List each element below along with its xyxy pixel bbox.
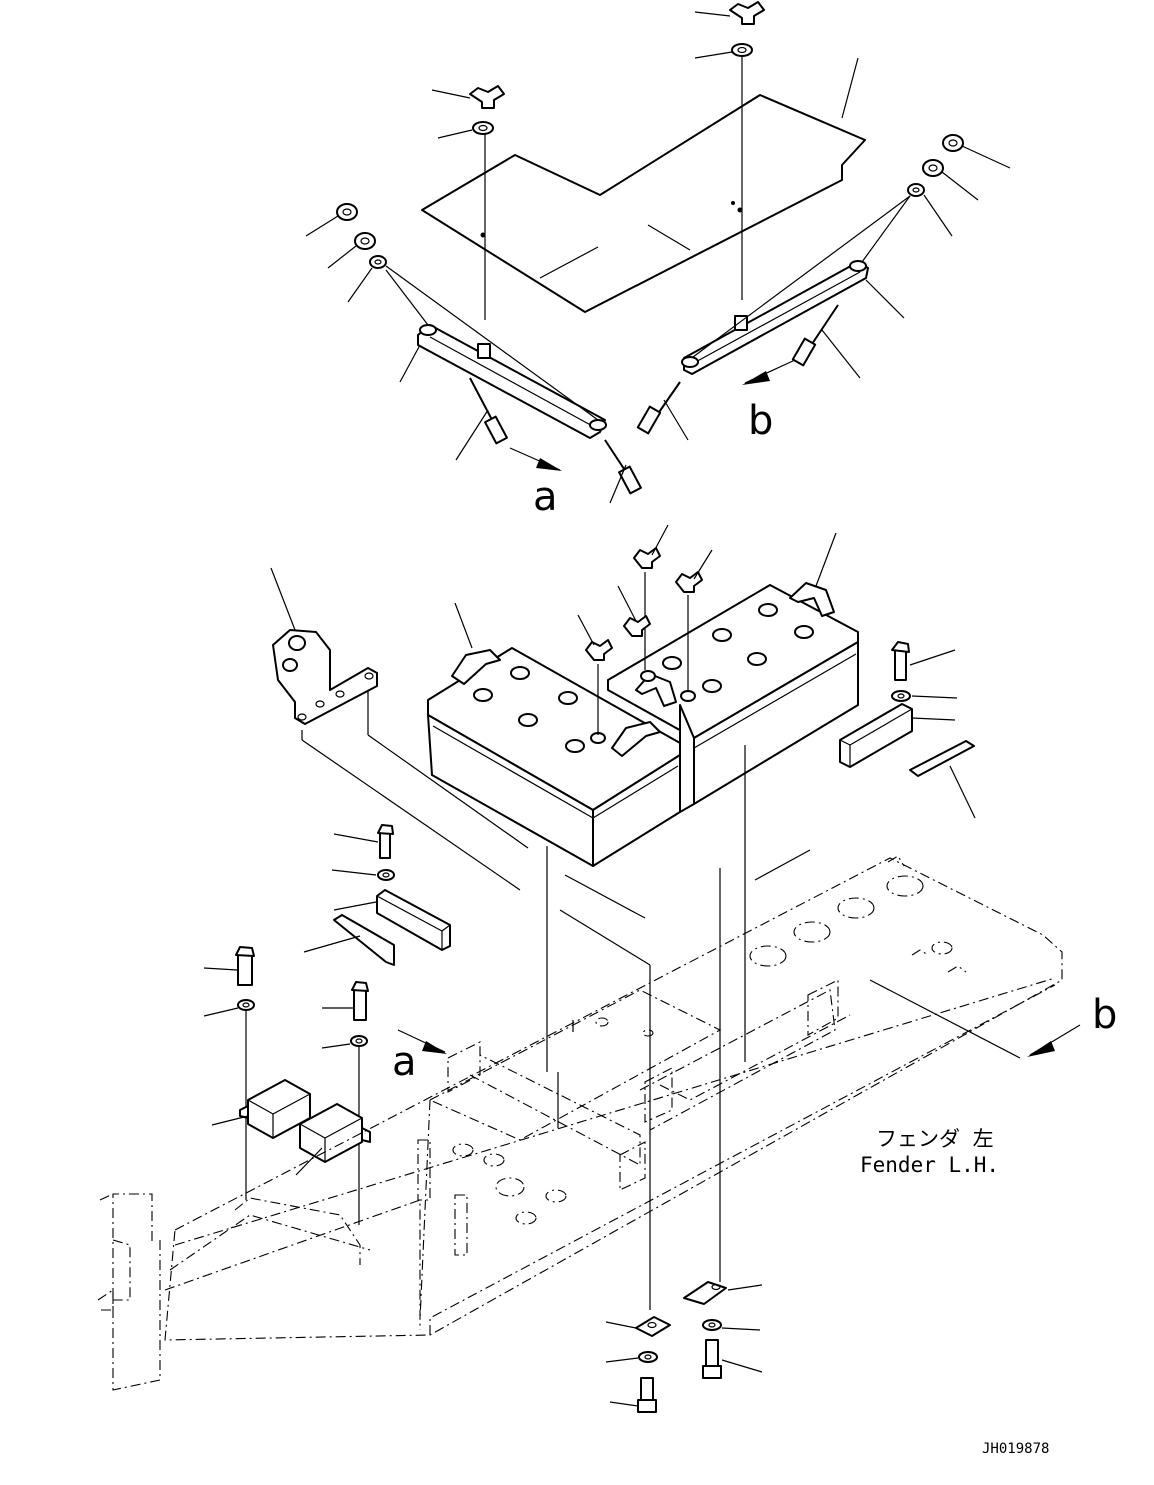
- view-arrow-a-top: a: [509, 447, 562, 520]
- relay-box-1: [211, 1079, 311, 1139]
- battery-left: [427, 602, 681, 1072]
- relay-hardware: [203, 946, 369, 1225]
- view-arrow-b-lower: b: [1027, 992, 1117, 1057]
- spacer-stack-left: [303, 824, 451, 966]
- spacer-stack-right: [839, 641, 976, 819]
- relay-box-2: [295, 1103, 371, 1176]
- wing-nut-left: [431, 85, 505, 109]
- fender-note-jp: フェンダ 左: [876, 1127, 994, 1151]
- hardware-stack-right: [692, 134, 1011, 358]
- washer-left: [437, 121, 494, 320]
- chassis-frame: [97, 849, 1063, 1391]
- drawing-id: JH019878: [982, 1441, 1049, 1457]
- hold-down-bar-right: [681, 260, 905, 375]
- view-marker-a-lower: a: [392, 1039, 417, 1085]
- view-marker-a-top: a: [533, 474, 558, 520]
- wing-nut-right: [694, 1, 765, 25]
- hold-down-bar-left: [399, 324, 607, 439]
- battery-cover-plate: [421, 57, 866, 313]
- terminal-nuts: [577, 524, 713, 735]
- fender-note-en: Fender L.H.: [860, 1153, 999, 1177]
- j-bolt-right-2: [636, 381, 689, 441]
- view-marker-b-top: b: [748, 398, 773, 444]
- bottom-clamp-right: [683, 1281, 763, 1379]
- view-arrow-a-lower: a: [392, 1029, 447, 1085]
- j-bolt-left-1: [455, 377, 508, 461]
- battery-bracket-left: [270, 567, 529, 891]
- j-bolt-right-1: [791, 304, 861, 379]
- washer-right: [694, 43, 753, 300]
- battery-right: [607, 532, 859, 1062]
- j-bolt-left-2: [604, 439, 642, 504]
- bottom-clamp-left: [605, 1316, 671, 1413]
- fender-note: フェンダ 左 Fender L.H.: [860, 1127, 999, 1177]
- hardware-stack-left: [305, 203, 599, 421]
- view-marker-b-lower: b: [1092, 992, 1117, 1038]
- view-arrow-b-top: b: [742, 359, 796, 444]
